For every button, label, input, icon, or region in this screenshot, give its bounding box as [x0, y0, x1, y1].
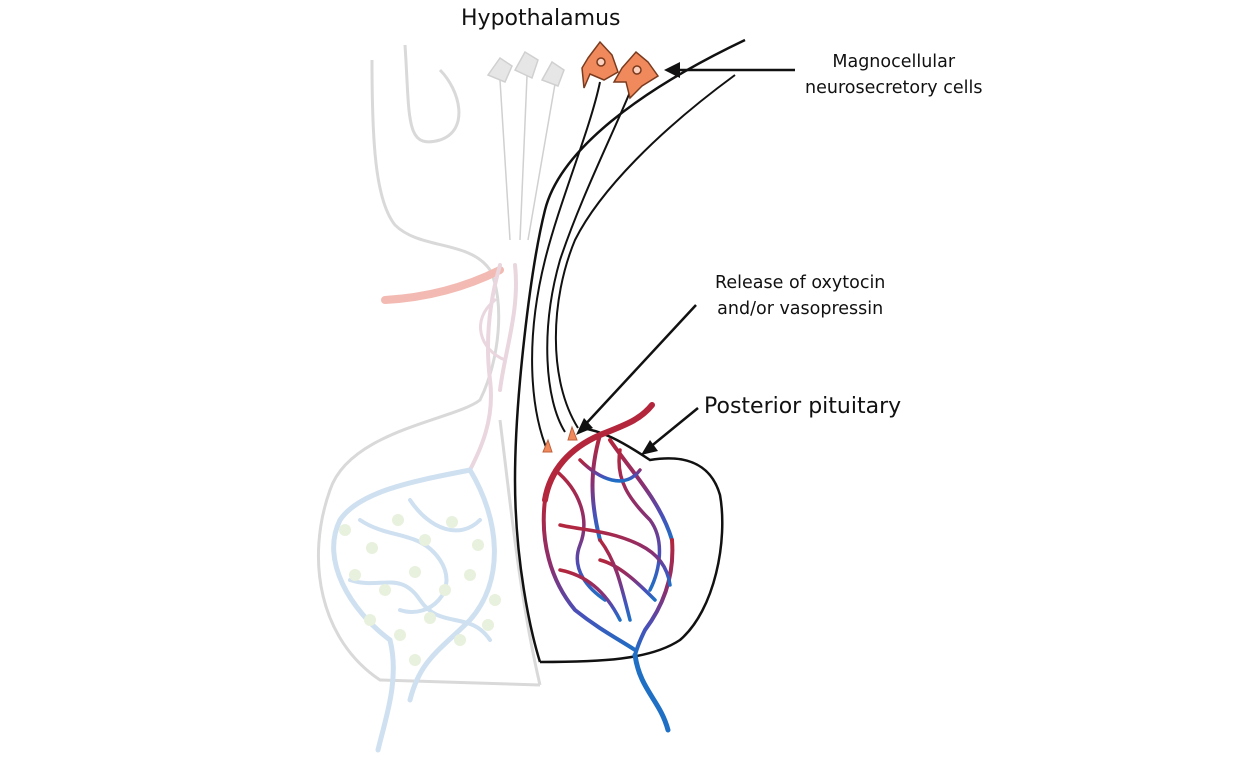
faded-endocrine-cells — [339, 514, 501, 666]
posterior-pituitary-outline — [515, 40, 745, 662]
magnocellular-label-line2: neurosecretory cells — [805, 75, 982, 101]
magnocellular-neurons — [582, 42, 658, 98]
posterior-pituitary-label: Posterior pituitary — [704, 394, 901, 419]
venous-drainage — [635, 655, 668, 730]
magnocellular-label: Magnocellular neurosecretory cells — [805, 49, 982, 101]
release-label-line2: and/or vasopressin — [715, 296, 885, 322]
faded-portal-vessels — [334, 265, 516, 750]
axon-terminals — [543, 427, 577, 452]
hypothalamus-label: Hypothalamus — [461, 6, 620, 31]
release-label-line1: Release of oxytocin — [715, 270, 885, 296]
faded-anterior-pituitary — [318, 45, 540, 685]
posterior-capillary-plexus — [544, 405, 673, 655]
magnocellular-label-line1: Magnocellular — [805, 49, 982, 75]
release-label: Release of oxytocin and/or vasopressin — [715, 270, 885, 322]
faded-parvocellular-neurons — [488, 52, 564, 240]
